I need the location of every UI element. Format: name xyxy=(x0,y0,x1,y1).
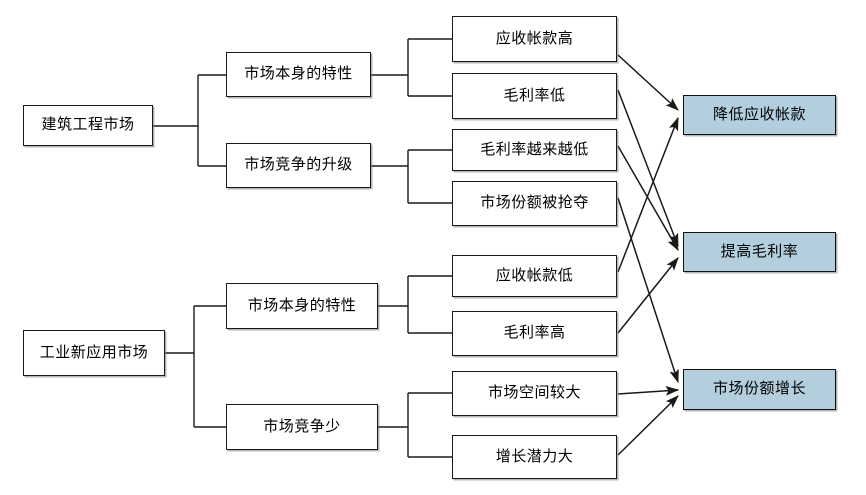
node-label: 增长潜力大 xyxy=(495,448,574,465)
arrow-space-to-share-growth xyxy=(617,386,680,396)
node-large-market-space[interactable]: 市场空间较大 xyxy=(452,371,617,416)
node-label: 工业新应用市场 xyxy=(39,344,149,361)
arrow-ar-low-to-reduce-ar xyxy=(617,116,679,273)
node-label: 提高毛利率 xyxy=(720,243,799,260)
node-label: 市场本身的特性 xyxy=(244,66,353,82)
node-label: 应收帐款低 xyxy=(495,267,574,284)
node-high-gross-margin[interactable]: 毛利率高 xyxy=(452,311,617,356)
node-low-gross-margin[interactable]: 毛利率低 xyxy=(452,73,617,119)
node-high-receivables[interactable]: 应收帐款高 xyxy=(452,16,617,62)
arrow-high-margin-to-raise-margin xyxy=(617,257,679,334)
arrow-share-lost-to-share-growth xyxy=(617,197,679,384)
node-declining-gross-margin[interactable]: 毛利率越来越低 xyxy=(452,129,617,171)
node-goal-raise-gross-margin[interactable]: 提高毛利率 xyxy=(683,232,836,272)
node-label: 市场份额增长 xyxy=(712,381,806,397)
node-industrial-new-application-market[interactable]: 工业新应用市场 xyxy=(23,330,165,376)
tree-connectors-bottom xyxy=(165,275,452,458)
node-label: 毛利率低 xyxy=(503,87,566,104)
tree-connectors-top xyxy=(153,38,452,204)
node-high-growth-potential[interactable]: 增长潜力大 xyxy=(452,435,617,479)
arrow-low-margin-to-raise-margin xyxy=(617,89,679,248)
node-little-competition[interactable]: 市场竞争少 xyxy=(226,404,378,450)
arrow-ar-high-to-reduce-ar xyxy=(617,54,679,111)
impact-arrows xyxy=(617,54,680,456)
node-construction-market[interactable]: 建筑工程市场 xyxy=(23,105,153,146)
node-label: 毛利率越来越低 xyxy=(480,141,589,158)
node-market-share-seized[interactable]: 市场份额被抢夺 xyxy=(452,181,617,226)
arrow-potential-to-share-growth xyxy=(617,395,679,456)
node-label: 应收帐款高 xyxy=(495,30,574,47)
node-goal-reduce-receivables[interactable]: 降低应收帐款 xyxy=(683,95,836,135)
node-low-receivables[interactable]: 应收帐款低 xyxy=(452,255,617,297)
node-label: 市场空间较大 xyxy=(487,385,581,401)
node-label: 市场竞争少 xyxy=(263,418,341,435)
node-market-characteristics-bottom[interactable]: 市场本身的特性 xyxy=(226,283,378,329)
node-label: 降低应收帐款 xyxy=(712,106,806,123)
node-market-characteristics-top[interactable]: 市场本身的特性 xyxy=(226,52,371,97)
node-label: 市场份额被抢夺 xyxy=(480,195,589,211)
node-label: 毛利率高 xyxy=(503,325,566,341)
node-competition-escalation[interactable]: 市场竞争的升级 xyxy=(226,143,371,188)
node-label: 市场本身的特性 xyxy=(247,297,357,314)
node-label: 市场竞争的升级 xyxy=(244,157,353,173)
arrow-falling-margin-to-raise-margin xyxy=(617,145,679,252)
node-label: 建筑工程市场 xyxy=(41,117,135,133)
node-goal-market-share-growth[interactable]: 市场份额增长 xyxy=(683,369,836,410)
